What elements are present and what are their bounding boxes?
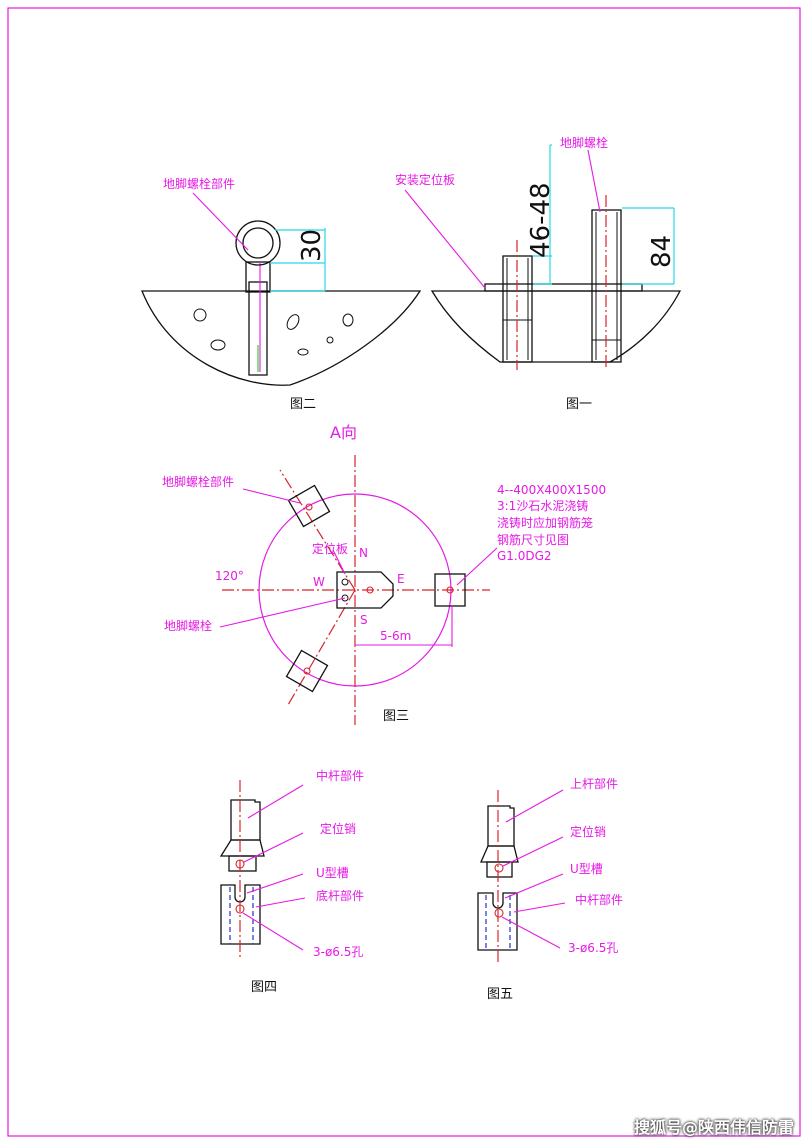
fig5-coupler <box>486 861 513 878</box>
fig4-holes-label: 3-ø6.5孔 <box>313 945 363 959</box>
fig3-north: N <box>359 546 368 560</box>
fig5-upper-pole <box>487 805 515 847</box>
fig2-aggregate <box>193 308 354 356</box>
fig2-caption: 图二 <box>290 397 316 412</box>
fig1-install-plate <box>484 283 643 292</box>
fig2-dim-30: 30 <box>297 229 327 262</box>
fig3-east: E <box>397 572 405 586</box>
watermark: 搜狐号@陕西伟信防雷 <box>633 1118 794 1137</box>
fig3-spec-line-5: G1.0DG2 <box>497 549 552 563</box>
figure-1: 46-48 84 安装定位板 地脚螺栓 图一 <box>395 135 682 412</box>
fig1-install-plate-label: 安装定位板 <box>395 172 455 187</box>
fig5-pin-label: 定位销 <box>570 824 606 839</box>
fig3-title: A向 <box>330 423 357 442</box>
fig3-foundation-sw <box>285 649 329 693</box>
figure-3: A向 N S E W 120° 5-6m 地脚 <box>162 423 606 725</box>
fig2-anchor-part-label: 地脚螺栓部件 <box>163 176 235 191</box>
fig3-foundation-ne <box>434 573 466 607</box>
fig4-base-pole <box>220 884 261 945</box>
fig3-anchor-bolt-label: 地脚螺栓 <box>164 618 212 633</box>
fig2-bolt-head <box>245 261 271 293</box>
fig4-mid-pole-label: 中杆部件 <box>316 768 364 783</box>
fig3-spec-line-2: 3:1沙石水泥浇铸 <box>497 498 588 513</box>
fig5-mid-pole-label: 中杆部件 <box>575 892 623 907</box>
fig3-south: S <box>360 613 368 627</box>
fig3-positioning-plate <box>336 571 394 609</box>
fig5-caption: 图五 <box>487 987 513 1002</box>
fig5-upper-pole-label: 上杆部件 <box>570 776 618 791</box>
fig1-dim-84: 84 <box>647 235 677 268</box>
fig3-caption: 图三 <box>383 709 409 724</box>
fig3-angle: 120° <box>215 569 244 583</box>
page-border <box>7 7 801 1137</box>
fig1-foundation <box>430 290 682 363</box>
fig3-west: W <box>313 575 325 589</box>
fig2-ring-outer <box>235 220 281 266</box>
fig5-holes-label: 3-ø6.5孔 <box>568 941 618 955</box>
figure-5: 上杆部件 定位销 U型槽 中杆部件 3-ø6.5孔 图五 <box>477 776 623 1002</box>
fig3-anchor-part-label: 地脚螺栓部件 <box>162 474 234 489</box>
fig1-dim-46-48: 46-48 <box>526 182 556 258</box>
fig3-spec-line-4: 钢筋尺寸见图 <box>497 532 569 547</box>
fig2-ring-inner <box>242 227 274 259</box>
fig1-caption: 图一 <box>566 397 592 412</box>
fig3-plate-label: 定位板 <box>312 541 348 556</box>
fig4-mid-pole <box>230 799 261 841</box>
fig4-base-pole-label: 底杆部件 <box>316 888 364 903</box>
fig4-caption: 图四 <box>251 980 277 995</box>
fig1-anchor-bolt-label: 地脚螺栓 <box>560 135 608 150</box>
figure-4: 中杆部件 定位销 U型槽 底杆部件 3-ø6.5孔 图四 <box>219 768 364 995</box>
fig5-u-slot-label: U型槽 <box>570 862 603 876</box>
fig4-pin-label: 定位销 <box>320 821 356 836</box>
fig2-bolt-shaft <box>248 281 268 376</box>
fig3-spec-line-3: 浇铸时应加钢筋笼 <box>497 515 593 530</box>
fig4-u-slot-label: U型槽 <box>316 866 349 880</box>
fig2-foundation <box>141 290 422 386</box>
fig3-foundation-nw <box>287 484 331 528</box>
fig4-coupler <box>228 855 257 872</box>
fig3-distance: 5-6m <box>380 629 411 643</box>
figure-2: 30 地脚螺栓部件 图二 <box>141 176 422 412</box>
fig3-spec-line-1: 4--400X400X1500 <box>497 483 606 497</box>
